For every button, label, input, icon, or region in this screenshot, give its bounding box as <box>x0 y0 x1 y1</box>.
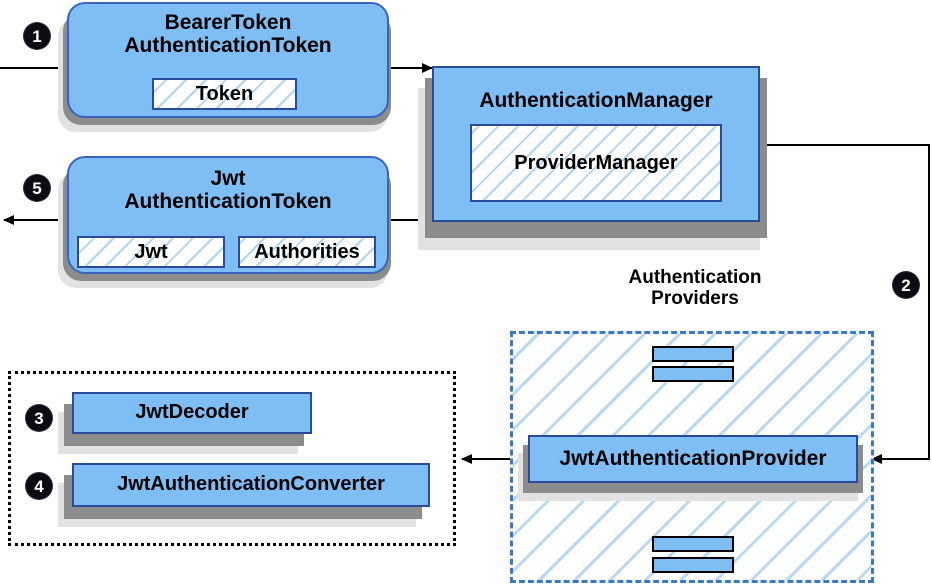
authorities-hatch <box>240 238 374 266</box>
token-label: Token <box>195 82 254 105</box>
jwt-hatch <box>79 238 223 266</box>
jwt-support-group <box>8 371 456 546</box>
provider-bar-top-2 <box>652 366 734 382</box>
provider-bar-bottom-1 <box>652 536 734 552</box>
jwt-label: Jwt <box>134 240 168 263</box>
step-badge-5-number: 5 <box>32 178 42 198</box>
provider-bar-bottom-2 <box>652 557 734 573</box>
authentication-manager-title: AuthenticationManager <box>479 89 713 112</box>
jwt-token-title-line2: AuthenticationToken <box>124 189 332 213</box>
authentication-providers-caption: Authentication Providers <box>560 267 830 310</box>
jwt-authentication-provider-label: JwtAuthenticationProvider <box>559 446 827 470</box>
provider-bar-top-1 <box>652 346 734 362</box>
step-badge-4-number: 4 <box>34 476 44 496</box>
providers-caption-line2: Providers <box>651 287 739 309</box>
providers-caption-line1: Authentication <box>628 267 762 288</box>
provider-manager-label: ProviderManager <box>514 151 678 174</box>
jwt-decoder-node[interactable]: JwtDecoder <box>72 392 312 434</box>
step-badge-1: 1 <box>24 23 50 49</box>
bearer-token-title-line2: AuthenticationToken <box>124 33 332 57</box>
step-badge-4: 4 <box>26 473 52 499</box>
step-badge-2-number: 2 <box>901 275 911 295</box>
jwt-authentication-converter-node[interactable]: JwtAuthenticationConverter <box>72 463 430 507</box>
step-badge-5: 5 <box>24 175 50 201</box>
authorities-label: Authorities <box>254 240 360 263</box>
provider-manager-inner-box[interactable]: ProviderManager <box>470 124 722 202</box>
step-badge-1-number: 1 <box>32 26 42 46</box>
jwt-authentication-converter-label: JwtAuthenticationConverter <box>117 473 385 496</box>
bearer-token-title-line1: BearerToken <box>164 11 292 34</box>
authorities-inner-box[interactable]: Authorities <box>238 236 376 268</box>
jwt-inner-box[interactable]: Jwt <box>77 236 225 268</box>
jwt-token-title-line1: Jwt <box>210 167 246 190</box>
jwt-decoder-label: JwtDecoder <box>135 401 249 424</box>
token-hatch <box>154 80 295 108</box>
step-badge-3: 3 <box>26 405 52 431</box>
provider-manager-hatch <box>472 126 720 200</box>
step-badge-3-number: 3 <box>34 408 44 428</box>
jwt-authentication-provider-node[interactable]: JwtAuthenticationProvider <box>528 435 858 483</box>
step-badge-2: 2 <box>893 272 919 298</box>
token-inner-box[interactable]: Token <box>152 78 297 110</box>
